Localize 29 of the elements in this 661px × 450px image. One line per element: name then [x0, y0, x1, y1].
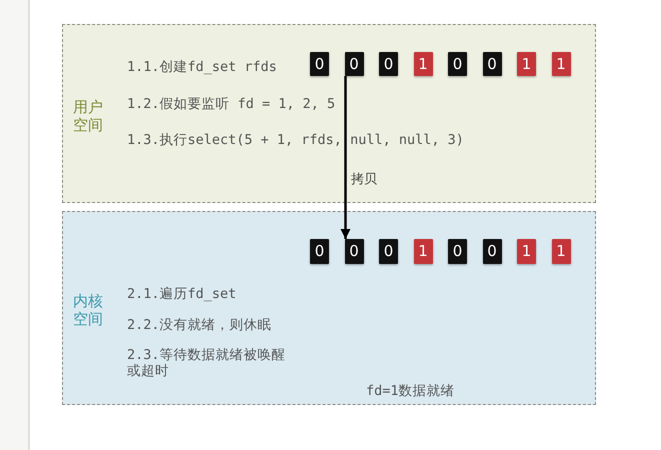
step-text: 2.1.遍历fd_set — [127, 286, 236, 302]
bit-tile: 1 — [552, 239, 570, 264]
bit-tile: 0 — [482, 239, 502, 264]
arrow — [340, 76, 350, 239]
bit-tile: 1 — [552, 52, 570, 76]
step-text: 1.2.假如要监听 fd = 1, 2, 5 — [127, 96, 336, 112]
section-heading: 用户空间 — [73, 98, 103, 134]
bit-tile: 1 — [517, 239, 536, 264]
bit-tile: 0 — [310, 239, 329, 264]
edge-label: 拷贝 — [350, 172, 378, 188]
note-text: fd=1数据就绪 — [366, 383, 455, 399]
kernel-space-panel — [62, 211, 596, 405]
bit-tile: 0 — [448, 239, 467, 264]
step-text: 1.3.执行select(5 + 1, rfds, null, null, 3) — [127, 132, 464, 148]
bit-tile: 1 — [414, 239, 432, 264]
bit-tile: 0 — [310, 52, 329, 76]
bit-tile: 1 — [414, 52, 432, 76]
bit-tile: 0 — [379, 52, 398, 76]
user-space-panel — [62, 24, 596, 203]
section-heading: 内核空间 — [73, 292, 103, 328]
bit-tile: 0 — [344, 239, 364, 264]
bit-tile: 0 — [379, 239, 398, 264]
bit-tile: 1 — [517, 52, 536, 76]
bit-tile: 0 — [482, 52, 502, 76]
step-text: 1.1.创建fd_set rfds — [127, 59, 277, 75]
bit-tile: 0 — [344, 52, 364, 76]
step-text: 2.3.等待数据就绪被唤醒或超时 — [127, 347, 287, 379]
step-text: 2.2.没有就绪，则休眠 — [127, 317, 272, 333]
bit-tile: 0 — [448, 52, 467, 76]
